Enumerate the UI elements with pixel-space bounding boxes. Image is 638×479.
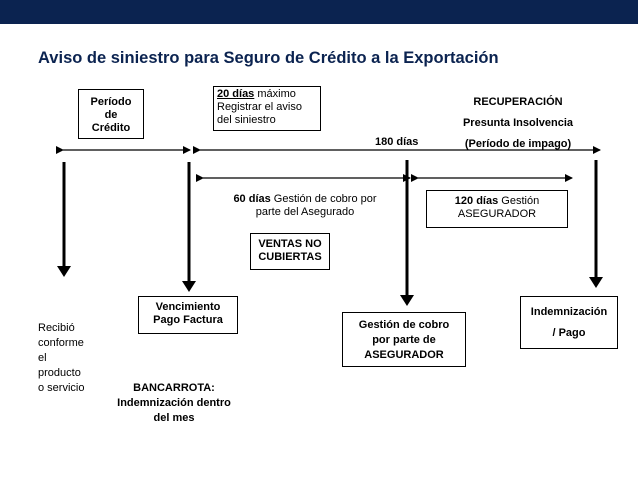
bankruptcy-note: BANCARROTA: Indemnización dentro del mes xyxy=(117,382,231,424)
recovery-heading: RECUPERACIÓN Presunta Insolvencia (Perío… xyxy=(462,96,574,150)
invoice-due-box: Vencimiento Pago Factura xyxy=(138,296,238,334)
insurer-collection-result-box: Gestión de cobro por parte de ASEGURADOR xyxy=(342,312,466,367)
receipt-confirmation-text: Recibió conforme el producto o servicio xyxy=(38,322,85,394)
indemnity-payment-box: Indemnización / Pago xyxy=(520,296,618,349)
insurer-collection-box: 120 días Gestión ASEGURADOR xyxy=(426,190,568,228)
claim-notice-box: 20 días máximo Registrar el aviso del si… xyxy=(213,86,321,131)
credit-period-box: Período de Crédito xyxy=(78,89,144,139)
page-title: Aviso de siniestro para Seguro de Crédit… xyxy=(38,49,499,67)
one-eighty-days-label: 180 días xyxy=(375,136,419,148)
top-banner xyxy=(0,0,638,24)
uncovered-sales-box: VENTAS NO CUBIERTAS xyxy=(250,233,330,270)
sixty-days-label: 60 días Gestión de cobro por parte del A… xyxy=(233,193,377,218)
